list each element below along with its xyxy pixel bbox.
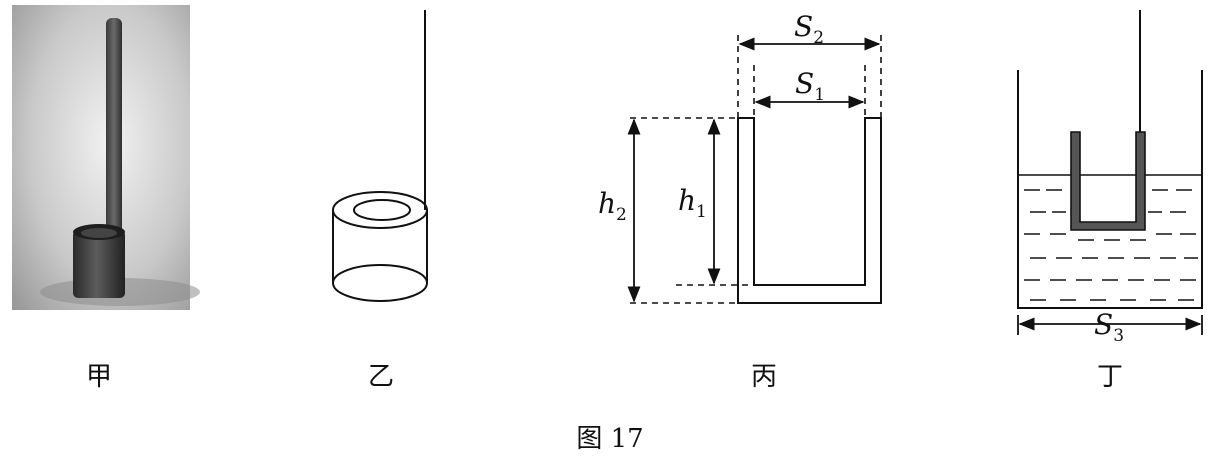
floating-cup [1070,131,1146,231]
label-s2: S2 [794,10,824,48]
container [1017,70,1203,309]
cup-cross-section [737,117,882,304]
panel-yi [332,10,428,302]
label-h1: h1 [678,184,707,222]
panel-jia [12,5,200,310]
caption-ding: 丁 [1097,362,1123,392]
water-dashes [1024,189,1198,301]
extension-lines [630,35,882,304]
dimension-arrows [627,37,881,303]
caption-jia: 甲 [86,362,112,392]
label-s1: S1 [795,67,825,105]
panel-ding: S3 [1017,10,1203,346]
panel-bing: S2 S1 h2 h1 [598,10,882,304]
label-s3: S3 [1094,308,1124,346]
caption-yi: 乙 [368,362,394,392]
hollow-cylinder [332,191,428,302]
s3-dimension [1017,315,1203,335]
photo-of-dipper [12,5,200,310]
figure-caption: 图 17 [576,424,643,454]
label-h2: h2 [598,187,627,225]
caption-bing: 丙 [751,362,777,392]
